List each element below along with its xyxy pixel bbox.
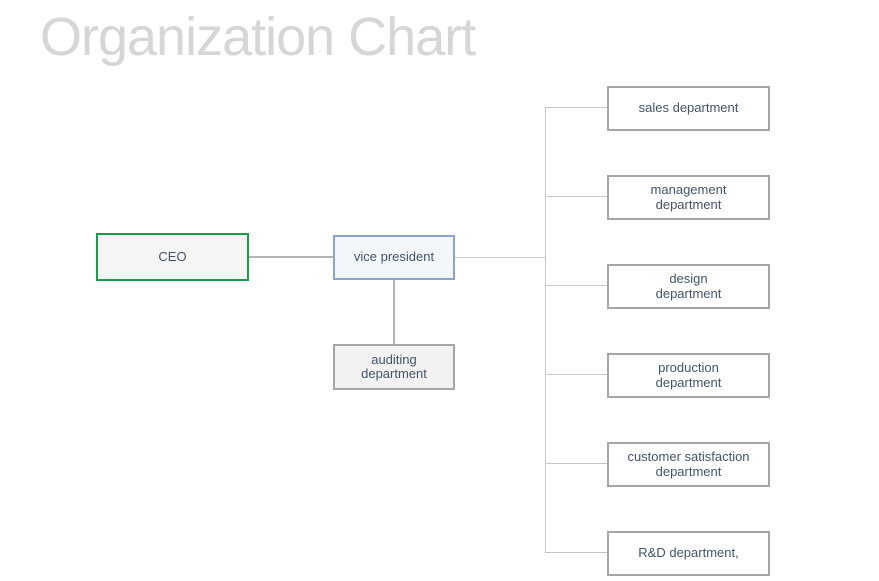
node-department-label: production department (655, 360, 722, 390)
node-department[interactable]: R&D department, (607, 531, 770, 576)
node-ceo[interactable]: CEO (96, 233, 249, 281)
node-department-label: sales department (638, 100, 739, 116)
node-department[interactable]: customer satisfaction department (607, 442, 770, 487)
connector-vp-auditing (393, 280, 395, 344)
connector-trunk (545, 107, 546, 553)
connector-trunk-department (546, 552, 607, 553)
node-auditing-department[interactable]: auditing department (333, 344, 455, 390)
connector-trunk-department (546, 463, 607, 464)
connector-trunk-department (546, 374, 607, 375)
node-department[interactable]: production department (607, 353, 770, 398)
connector-ceo-vp (249, 256, 333, 258)
node-department-label: customer satisfaction department (627, 449, 750, 479)
node-department[interactable]: design department (607, 264, 770, 309)
node-auditing-department-label: auditing department (361, 351, 427, 381)
node-department[interactable]: sales department (607, 86, 770, 131)
node-department-label: R&D department, (638, 545, 739, 561)
node-department-label: design department (655, 271, 722, 301)
node-department[interactable]: management department (607, 175, 770, 220)
connector-trunk-department (546, 285, 607, 286)
connector-trunk-department (546, 107, 607, 108)
connector-trunk-department (546, 196, 607, 197)
node-department-label: management department (650, 182, 727, 212)
node-vice-president-label: vice president (353, 249, 435, 265)
node-ceo-label: CEO (158, 248, 187, 264)
connector-vp-trunk (455, 257, 545, 258)
node-vice-president[interactable]: vice president (333, 235, 455, 280)
page-title: Organization Chart (40, 7, 476, 67)
